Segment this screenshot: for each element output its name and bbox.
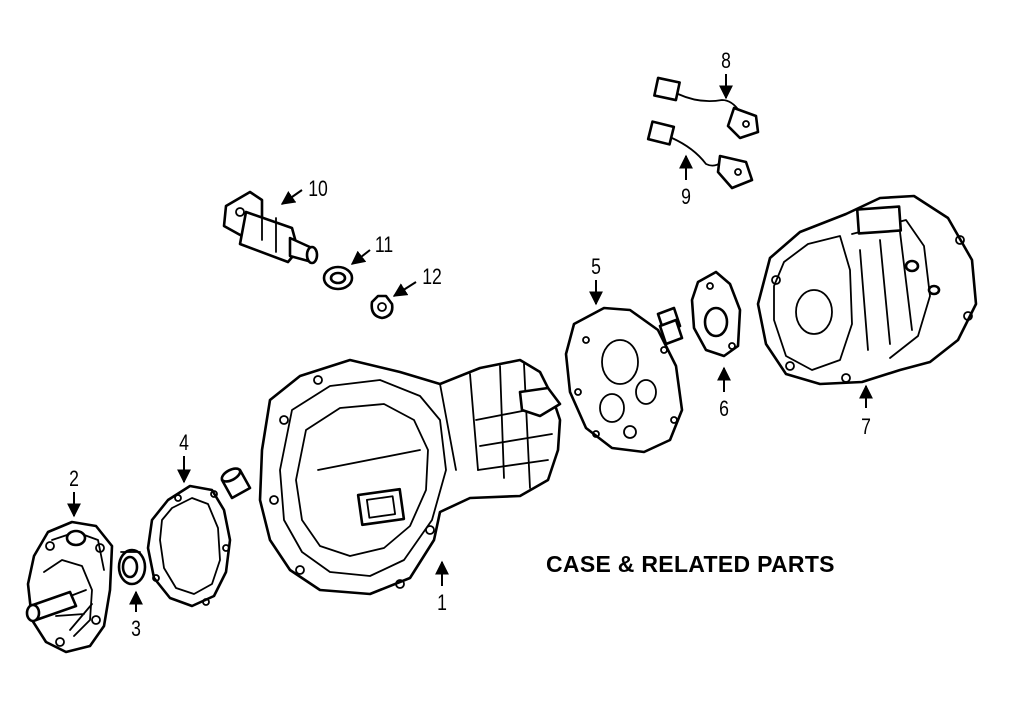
wire-harness-part[interactable] <box>653 76 760 140</box>
arrow-11 <box>350 249 371 265</box>
wire-harness-part-2[interactable] <box>646 120 754 190</box>
callout-5[interactable]: 5 <box>591 255 601 279</box>
transmission-case-part[interactable] <box>258 358 562 596</box>
bearing-retainer-part[interactable] <box>690 270 742 358</box>
nut-part[interactable] <box>322 265 354 291</box>
callout-8[interactable]: 8 <box>721 49 731 73</box>
callout-6[interactable]: 6 <box>719 397 729 421</box>
diagram-title: CASE & RELATED PARTS <box>546 551 835 577</box>
callout-labels: 2 3 4 1 5 6 7 8 9 10 11 12 <box>69 49 871 641</box>
clip-part[interactable] <box>370 294 394 320</box>
callout-9[interactable]: 9 <box>681 185 691 209</box>
callout-2[interactable]: 2 <box>69 467 79 491</box>
arrow-12 <box>392 281 417 297</box>
dowel-pins[interactable] <box>656 306 684 346</box>
speed-sensor-part[interactable] <box>222 190 319 265</box>
callout-7[interactable]: 7 <box>861 415 871 439</box>
extension-housing-part[interactable] <box>25 520 114 654</box>
gasket-part[interactable] <box>146 484 232 608</box>
callout-10[interactable]: 10 <box>308 177 328 201</box>
callout-arrows <box>67 74 873 612</box>
callout-12[interactable]: 12 <box>422 265 442 289</box>
rear-case-part[interactable] <box>756 194 978 386</box>
callout-11[interactable]: 11 <box>375 233 393 257</box>
callout-4[interactable]: 4 <box>179 431 189 455</box>
dowel-pin[interactable] <box>220 466 252 500</box>
callout-3[interactable]: 3 <box>131 617 141 641</box>
arrow-10 <box>280 189 303 205</box>
callout-1[interactable]: 1 <box>437 591 447 615</box>
oil-seal-part[interactable] <box>117 548 147 586</box>
adapter-plate-part[interactable] <box>564 306 684 454</box>
